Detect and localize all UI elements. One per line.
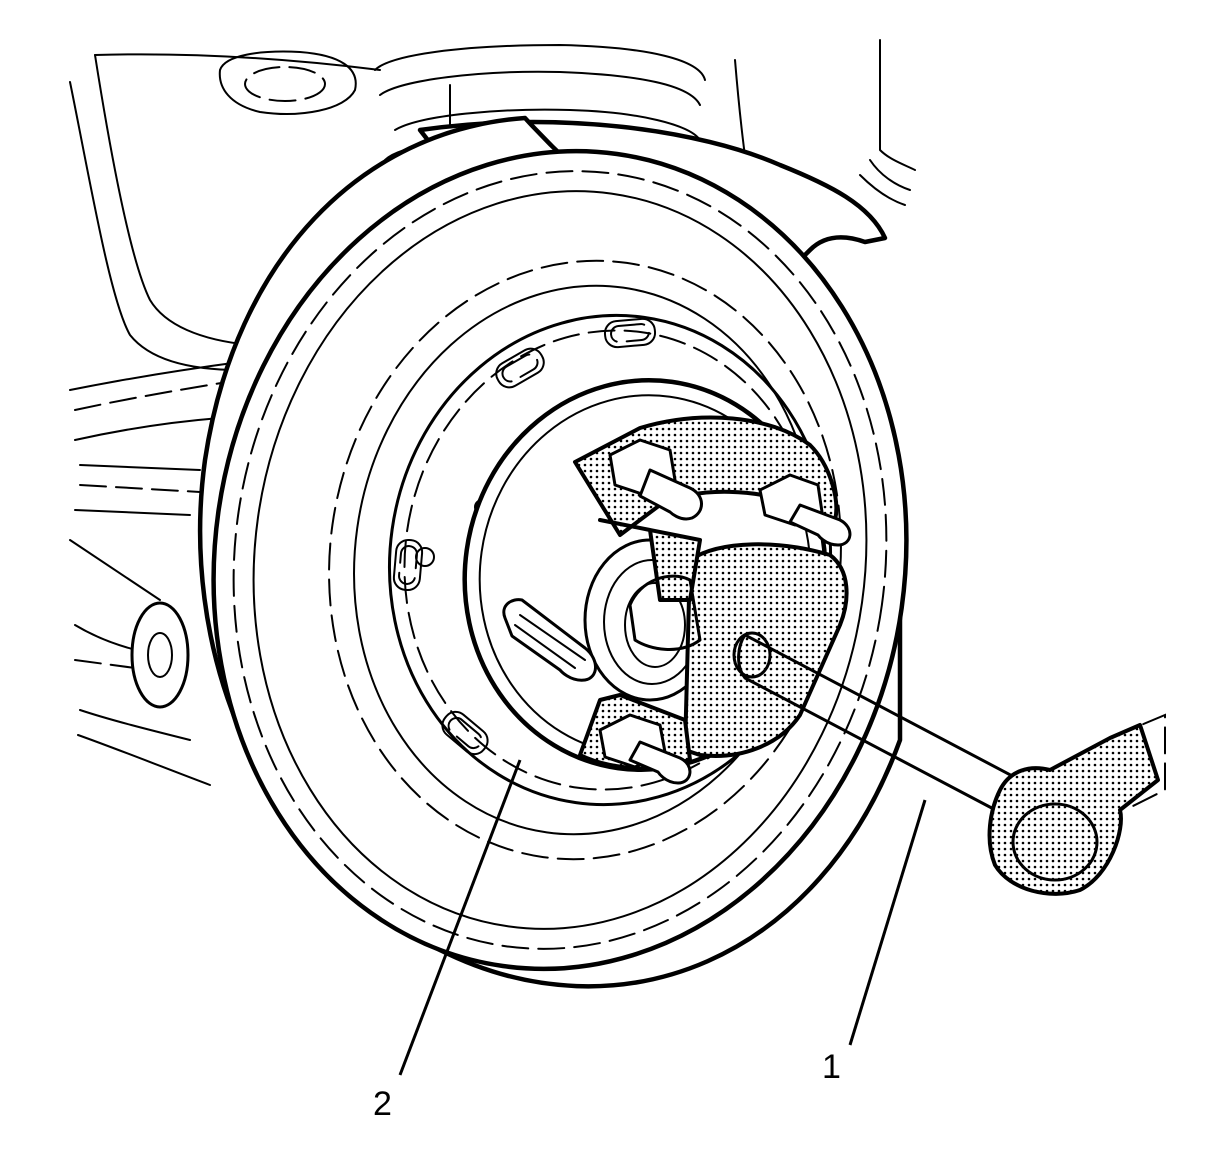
hub-puller-tool — [573, 415, 1166, 896]
rotor-slots — [392, 317, 657, 756]
wheel-stud-left — [502, 598, 597, 682]
lug-nut-upper-right — [758, 473, 852, 547]
callout-label-1: 1 — [822, 1048, 841, 1086]
lug-nut-lower — [598, 713, 692, 785]
suspension-background — [69, 39, 916, 786]
lug-nut-upper-left — [608, 438, 703, 521]
leader-line-2 — [398, 759, 522, 1076]
callout-label-2: 2 — [373, 1085, 392, 1123]
leader-line-1 — [848, 799, 927, 1046]
forcing-screw — [732, 631, 1166, 896]
